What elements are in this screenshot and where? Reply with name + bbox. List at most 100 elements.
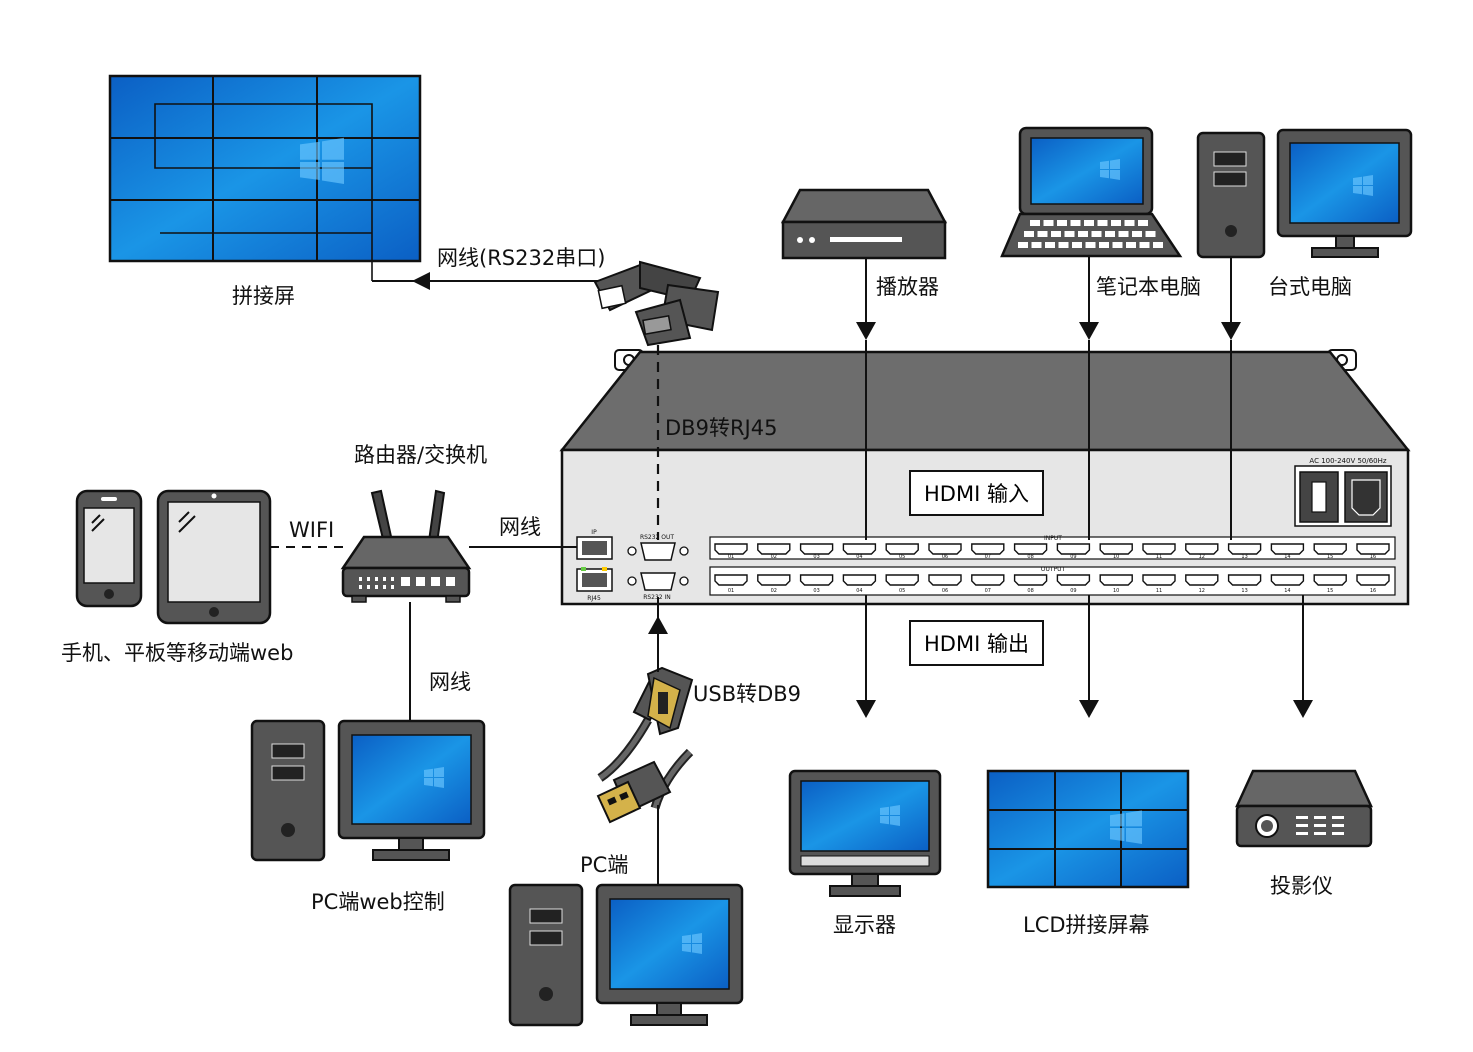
hdmi-port [1313, 574, 1347, 586]
laptop-key [1043, 220, 1054, 226]
desktop-pc-icon [250, 719, 486, 862]
laptop-key [1057, 220, 1067, 226]
hdmi-port-number: 08 [1027, 554, 1033, 560]
hdmi-port-number: 05 [899, 554, 905, 560]
power-spec-label: AC 100-240V 50/60Hz [1309, 457, 1386, 465]
laptop-key [1138, 220, 1148, 226]
hdmi-port [1185, 574, 1219, 586]
hdmi-port-number: 10 [1113, 588, 1119, 594]
hdmi-port-number: 01 [728, 588, 734, 594]
laptop-key [1112, 242, 1123, 248]
laptop-key [1099, 242, 1109, 248]
laptop-key [1132, 231, 1142, 237]
hdmi-port-number: 16 [1370, 588, 1376, 594]
video-wall-icon [108, 74, 422, 281]
hdmi-port-number: 10 [1113, 554, 1119, 560]
laptop-key [1024, 231, 1034, 237]
rj45-adapter-icon [593, 260, 720, 347]
arrow-head [412, 272, 430, 290]
desktop-pc-icon [1196, 128, 1413, 259]
lcd-wall-icon [986, 769, 1190, 889]
monitor-icon [788, 769, 942, 897]
label-desktop: 台式电脑 [1268, 275, 1352, 299]
hdmi-port [1013, 574, 1048, 586]
hdmi-port-number: 06 [942, 588, 948, 594]
hdmi-port [714, 543, 748, 555]
hdmi-port-number: 09 [1070, 588, 1076, 594]
hdmi-port [928, 543, 962, 555]
laptop-key [1030, 220, 1040, 226]
laptop-icon [1000, 126, 1183, 258]
hdmi-port-number: 07 [985, 554, 991, 560]
laptop-key [1111, 220, 1121, 226]
router-icon [340, 489, 472, 603]
laptop-key [1051, 231, 1061, 237]
hdmi-port-number: 03 [813, 554, 819, 560]
laptop-key [1078, 231, 1088, 237]
laptop-key [1097, 220, 1108, 226]
hdmi-port [1013, 543, 1048, 555]
hdmi-port [1227, 543, 1262, 555]
label-usb-db9: USB转DB9 [693, 682, 802, 706]
media-player-icon [780, 188, 948, 260]
laptop-key [1084, 220, 1094, 226]
label-net-cable: 网线 [499, 515, 541, 539]
label-db9-rj45: DB9转RJ45 [665, 416, 778, 440]
output-label: OUTPUT [1041, 566, 1066, 573]
label-pc-end: PC端 [580, 853, 629, 877]
input-label: INPUT [1044, 535, 1062, 542]
laptop-key [1018, 242, 1028, 248]
hdmi-port-number: 12 [1199, 588, 1205, 594]
laptop-key [1153, 242, 1163, 248]
label-splice-screen: 拼接屏 [232, 284, 295, 308]
hdmi-port-number: 12 [1199, 554, 1205, 560]
hdmi-port [971, 543, 1005, 555]
hdmi-port-number: 03 [813, 588, 819, 594]
label-projector: 投影仪 [1270, 874, 1333, 898]
laptop-key [1031, 242, 1042, 248]
hdmi-port [928, 574, 962, 586]
laptop-key [1126, 242, 1136, 248]
hdmi-port [1356, 574, 1390, 586]
label-lcd-wall: LCD拼接屏幕 [1023, 913, 1150, 937]
laptop-key [1118, 231, 1129, 237]
hdmi-port-number: 02 [771, 588, 777, 594]
hdmi-port [1056, 574, 1091, 586]
label-monitor: 显示器 [833, 913, 896, 937]
hdmi-port-number: 04 [856, 554, 862, 560]
hdmi-port [1099, 574, 1133, 586]
label-pc-web: PC端web控制 [311, 890, 445, 914]
hdmi-port-number: 02 [771, 554, 777, 560]
laptop-key [1070, 220, 1081, 226]
laptop-key [1105, 231, 1115, 237]
hdmi-port-number: 05 [899, 588, 905, 594]
label-laptop: 笔记本电脑 [1096, 275, 1201, 299]
label-player: 播放器 [876, 275, 939, 299]
hdmi-port [842, 543, 877, 555]
laptop-key [1139, 242, 1150, 248]
laptop-key [1064, 231, 1075, 237]
projector-icon [1235, 769, 1373, 848]
hdmi-port-number: 07 [985, 588, 991, 594]
hdmi-port [799, 574, 834, 586]
hdmi-port [1270, 543, 1305, 555]
hdmi-port [1185, 543, 1219, 555]
hdmi-port [757, 574, 791, 586]
hdmi-port [1142, 574, 1176, 586]
hdmi-port-number: 04 [856, 588, 862, 594]
desktop-pc-icon [508, 883, 744, 1027]
hdmi-port [757, 543, 791, 555]
hdmi-port-number: 14 [1284, 588, 1290, 594]
hdmi-port [1056, 543, 1091, 555]
laptop-key [1091, 231, 1102, 237]
label-router: 路由器/交换机 [354, 443, 488, 467]
hdmi-port [885, 574, 919, 586]
hdmi-port [885, 543, 919, 555]
rj45-label: RJ45 [587, 595, 601, 602]
hdmi-port-number: 16 [1370, 554, 1376, 560]
laptop-key [1058, 242, 1069, 248]
laptop-key [1072, 242, 1082, 248]
hdmi-port-number: 15 [1327, 588, 1333, 594]
ip-label: IP [591, 529, 597, 536]
hdmi-port-number: 08 [1027, 588, 1033, 594]
